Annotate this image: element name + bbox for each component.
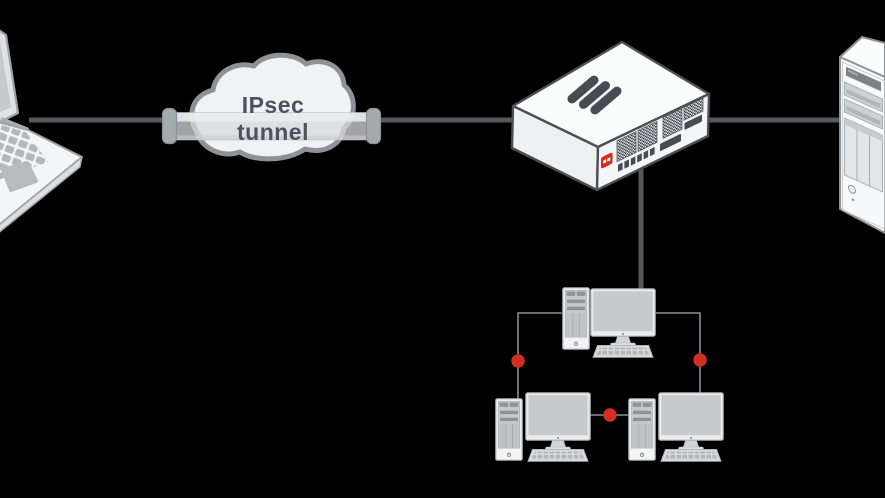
tunnel-pipe xyxy=(161,107,382,145)
pc-monitor-icon xyxy=(590,288,656,358)
workstation-top xyxy=(562,287,656,358)
workstation-bottom-right xyxy=(628,392,724,462)
pc-tower-icon xyxy=(628,398,656,461)
wan-links xyxy=(29,117,845,292)
pc-tower-icon xyxy=(495,398,523,461)
port-slots xyxy=(618,147,655,172)
cloud-tunnel-icon: IPsec tunnel xyxy=(161,52,382,162)
top-vent-slots xyxy=(567,75,622,115)
firewall-front-panel xyxy=(601,97,704,172)
tunnel-label-line2: tunnel xyxy=(237,119,309,145)
pc-monitor-icon xyxy=(658,392,724,462)
pc-monitor-icon xyxy=(525,392,591,462)
fortigate-firewall-icon xyxy=(510,40,711,192)
tunnel-label-line1: IPsec xyxy=(242,92,305,118)
connection-dots xyxy=(511,353,707,422)
connection-dot xyxy=(603,408,617,422)
fortinet-logo-icon xyxy=(601,152,613,169)
server-front-panel xyxy=(842,61,885,230)
connection-dot xyxy=(693,353,707,367)
connection-dot xyxy=(511,354,525,368)
laptop-icon xyxy=(0,29,83,233)
server-tower-icon xyxy=(839,36,885,234)
pc-tower-icon xyxy=(562,287,590,350)
workstation-bottom-left xyxy=(495,392,591,462)
